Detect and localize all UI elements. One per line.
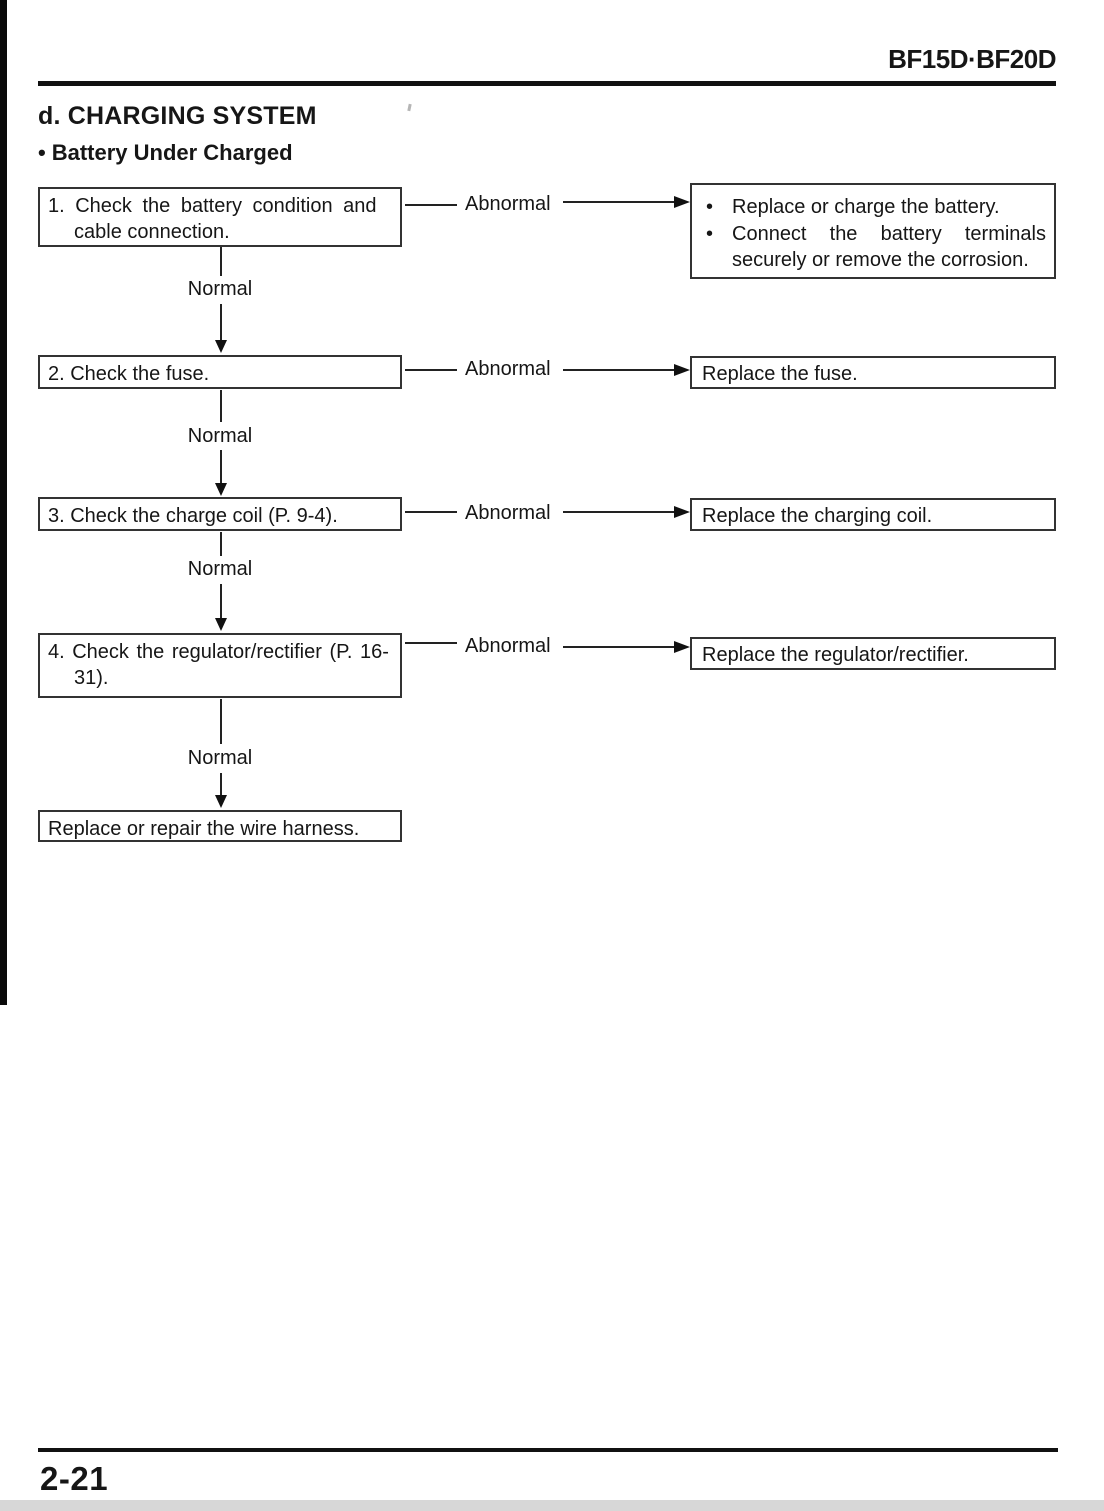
flowchart-check-box-2: 2. Check the fuse.	[38, 355, 402, 389]
flowchart-check-box-3: 3. Check the charge coil (P. 9-4).	[38, 497, 402, 531]
bullet-icon: •	[38, 140, 46, 165]
remedy-1-text-2: Connect the battery terminals securely o…	[732, 223, 1046, 271]
remedy-4-text: Replace the regulator/rectifier.	[702, 644, 969, 666]
normal-label-2: Normal	[187, 425, 253, 447]
flowchart-check-box-4: 4. Check the regulator/rectifier (P. 16-…	[38, 633, 402, 698]
final-action-text: Replace or repair the wire harness.	[48, 818, 360, 840]
connector-line	[405, 369, 457, 371]
arrow-down-icon	[215, 618, 227, 631]
connector-line	[405, 511, 457, 513]
arrow-down-icon	[215, 483, 227, 496]
connector-line	[220, 699, 222, 744]
arrow-down-icon	[215, 795, 227, 808]
remedy-1-text-1: Replace or charge the battery.	[732, 196, 1000, 218]
normal-label-4: Normal	[187, 747, 253, 769]
connector-line	[220, 247, 222, 276]
arrow-right-icon	[674, 196, 690, 208]
check-4-line-1: 4. Check the regulator/rectifier (P. 16-	[48, 641, 389, 663]
connector-line	[220, 584, 222, 619]
section-title: d. CHARGING SYSTEM	[38, 102, 317, 130]
normal-label-1: Normal	[187, 278, 253, 300]
flowchart-check-box-1: 1. Check the battery condition and cable…	[38, 187, 402, 247]
remedy-3-text: Replace the charging coil.	[702, 505, 933, 527]
arrow-right-icon	[674, 641, 690, 653]
connector-line	[220, 304, 222, 340]
subsection-title: •Battery Under Charged	[38, 140, 293, 166]
flowchart-final-box: Replace or repair the wire harness.	[38, 810, 402, 842]
connector-line	[405, 204, 457, 206]
connector-line	[220, 773, 222, 795]
abnormal-label-1: Abnormal	[465, 193, 551, 215]
check-2-line-1: 2. Check the fuse.	[48, 363, 210, 385]
arrow-down-icon	[215, 340, 227, 353]
scan-bottom-edge	[0, 1500, 1104, 1511]
arrow-right-icon	[674, 506, 690, 518]
connector-line	[405, 642, 457, 644]
flowchart-remedy-box-1: • Replace or charge the battery. • Conne…	[690, 183, 1056, 279]
connector-line	[220, 532, 222, 556]
bullet-icon: •	[706, 196, 714, 218]
check-1-line-1: 1. Check the battery condition and	[48, 195, 377, 217]
connector-line	[220, 390, 222, 422]
connector-line	[563, 201, 675, 203]
check-4-line-2: 31).	[74, 667, 109, 689]
abnormal-label-2: Abnormal	[465, 358, 551, 380]
check-1-line-2: cable connection.	[74, 221, 230, 243]
remedy-bullet-item: • Replace or charge the battery.	[702, 194, 1046, 220]
bullet-icon: •	[706, 223, 714, 245]
connector-line	[563, 646, 675, 648]
connector-line	[563, 369, 675, 371]
normal-label-3: Normal	[187, 558, 253, 580]
footer-rule	[38, 1448, 1058, 1452]
connector-line	[220, 450, 222, 484]
remedy-bullet-item: • Connect the battery terminals securely…	[702, 221, 1046, 273]
arrow-right-icon	[674, 364, 690, 376]
scan-edge-bar	[0, 0, 7, 1005]
remedy-2-text: Replace the fuse.	[702, 363, 858, 385]
abnormal-label-3: Abnormal	[465, 502, 551, 524]
flowchart-remedy-box-4: Replace the regulator/rectifier.	[690, 637, 1056, 670]
subsection-title-text: Battery Under Charged	[51, 140, 293, 165]
flowchart-remedy-box-2: Replace the fuse.	[690, 356, 1056, 389]
scan-speck	[407, 103, 412, 112]
abnormal-label-4: Abnormal	[465, 635, 551, 657]
connector-line	[563, 511, 675, 513]
page-number: 2-21	[40, 1460, 109, 1497]
flowchart-remedy-box-3: Replace the charging coil.	[690, 498, 1056, 531]
check-3-line-1: 3. Check the charge coil (P. 9-4).	[48, 505, 338, 527]
header-model-code: BF15D·BF20D	[888, 44, 1056, 74]
header-rule	[38, 81, 1056, 86]
